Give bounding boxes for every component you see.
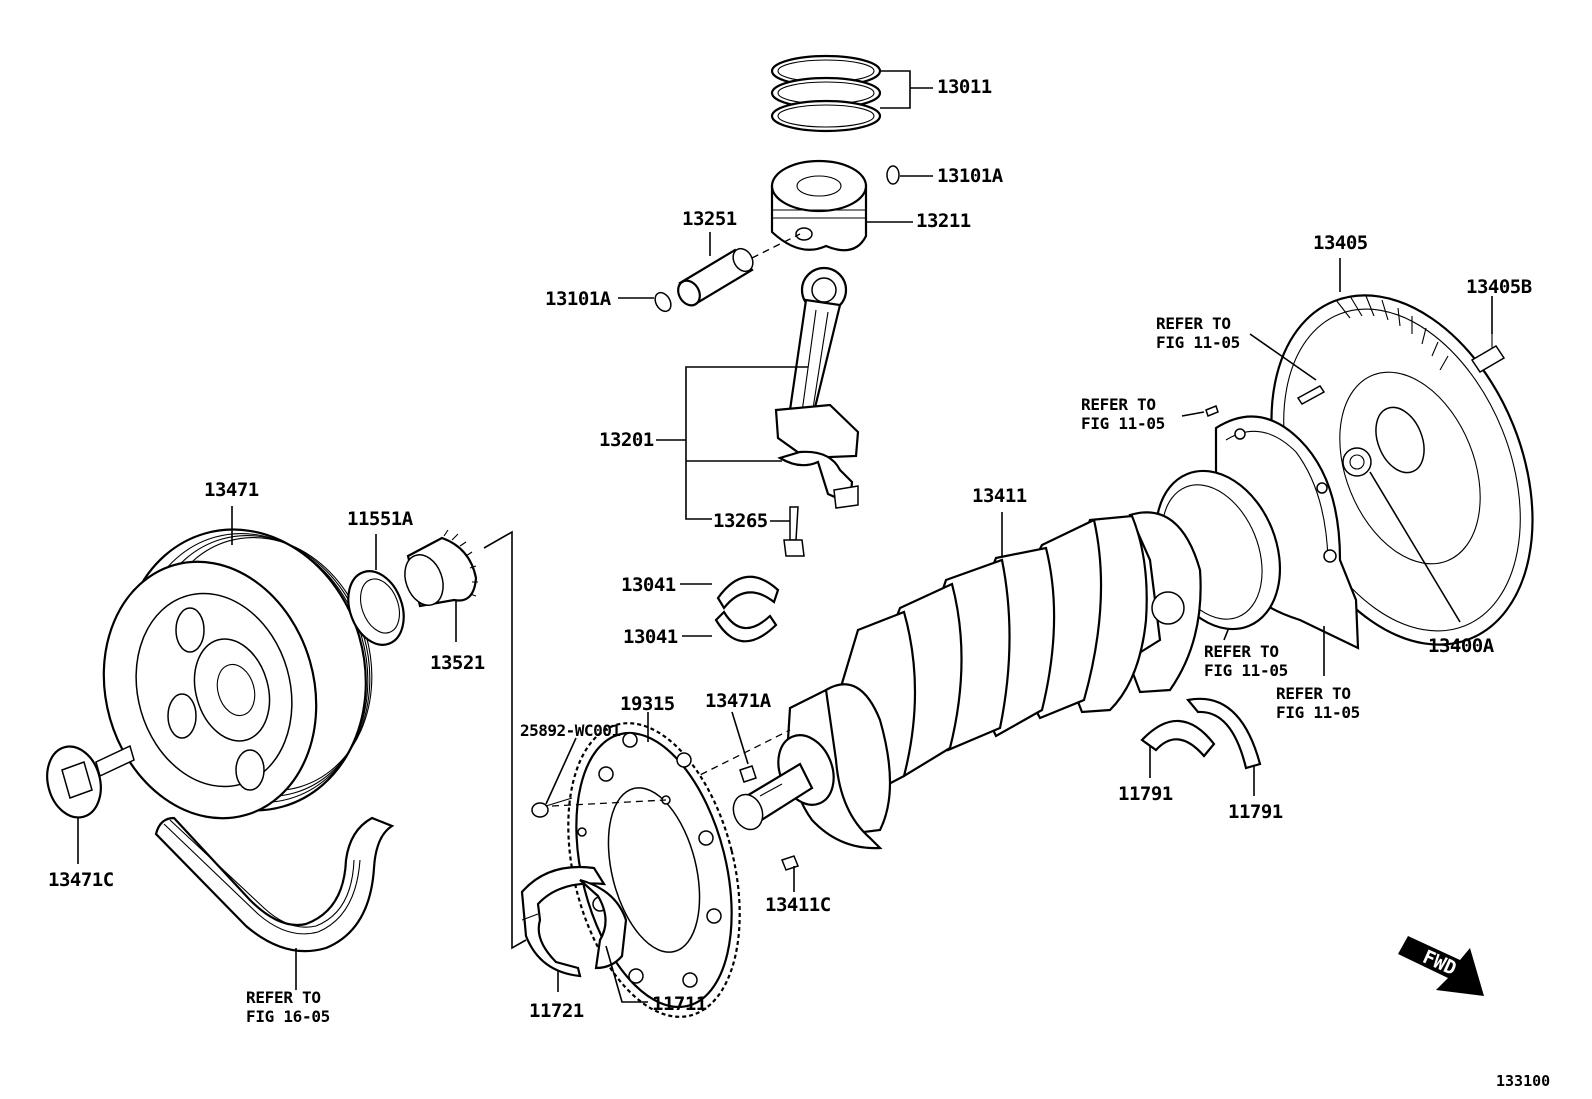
leader-13011 [880,70,933,109]
reference-note-c[interactable]: REFER TO FIG 11-05 [1204,642,1288,680]
reference-note-d[interactable]: REFER TO FIG 11-05 [1276,684,1360,722]
reference-note-b[interactable]: REFER TO FIG 11-05 [1081,395,1165,433]
connecting-rod-drawing [774,266,860,509]
leader-13201-bracket [685,366,808,520]
crank-axis-dash [689,729,791,781]
snap-ring-13101A-top [886,165,900,185]
label-13471C[interactable]: 13471C [48,869,114,891]
label-11791-a[interactable]: 11791 [1118,783,1173,805]
v-belt-drawing [154,816,395,953]
label-25892-WC001[interactable]: 25892-WC001 [520,721,621,740]
leader-25892 [545,737,577,805]
crank-pulley-drawing [102,528,373,820]
leader-13471A [731,711,749,765]
rod-bolt-13265 [783,506,805,557]
label-11721[interactable]: 11721 [529,1000,584,1022]
dowel-pin-drawing [1205,405,1219,417]
reference-note-c-line2: FIG 11-05 [1204,661,1288,681]
label-13521[interactable]: 13521 [430,652,485,674]
label-13405B[interactable]: 13405B [1466,276,1532,298]
thrust-washer-a-11791 [1140,719,1216,758]
reference-note-b-line1: REFER TO [1081,395,1156,414]
leader-ref-b [1181,411,1205,417]
piston-drawing [770,159,868,252]
pulley-bolt-drawing [46,744,135,819]
piston-rings-drawing [770,54,882,133]
snap-ring-13101A-left [654,291,672,313]
label-13041-a[interactable]: 13041 [621,574,676,596]
fwd-arrow: FWD [1398,936,1484,996]
label-13011[interactable]: 13011 [937,76,992,98]
crankshaft-drawing [732,511,1202,850]
label-13405[interactable]: 13405 [1313,232,1368,254]
flywheel-bolt-13405B [1470,332,1506,374]
label-13251[interactable]: 13251 [682,208,737,230]
label-11791-b[interactable]: 11791 [1228,801,1283,823]
piston-pin-drawing [677,247,754,307]
main-bearing-11711 [579,878,628,970]
crank-key-drawing [739,765,757,783]
reference-note-a[interactable]: REFER TO FIG 11-05 [1156,314,1240,352]
label-13400A[interactable]: 13400A [1428,635,1494,657]
label-13265[interactable]: 13265 [713,510,768,532]
label-11551A[interactable]: 11551A [347,508,413,530]
leader-ref-a [1249,333,1317,381]
retainer-bolt-drawing [1296,385,1326,405]
reference-note-d-line2: FIG 11-05 [1276,703,1360,723]
label-13471[interactable]: 13471 [204,479,259,501]
reference-note-e-line2: FIG 16-05 [246,1007,330,1027]
label-13201[interactable]: 13201 [599,429,654,451]
reference-note-d-line1: REFER TO [1276,684,1351,703]
label-13041-b[interactable]: 13041 [623,626,678,648]
reference-note-e-line1: REFER TO [246,988,321,1007]
group-bracket-line [483,530,527,950]
crank-dowel-drawing [781,855,799,871]
label-13101A-top[interactable]: 13101A [937,165,1003,187]
label-13211[interactable]: 13211 [916,210,971,232]
label-13411C[interactable]: 13411C [765,894,831,916]
label-11711[interactable]: 11711 [652,993,707,1015]
reference-note-b-line2: FIG 11-05 [1081,414,1165,434]
label-13101A-left[interactable]: 13101A [545,288,611,310]
rotor-screw-25892 [531,797,573,818]
crank-gear-drawing [404,529,478,608]
reference-note-e[interactable]: REFER TO FIG 16-05 [246,988,330,1026]
reference-note-a-line1: REFER TO [1156,314,1231,333]
leader-13400A [1369,471,1461,623]
rod-bearing-upper-13041 [716,575,780,610]
reference-note-a-line2: FIG 11-05 [1156,333,1240,353]
reference-note-c-line1: REFER TO [1204,642,1279,661]
rod-bearing-lower-13041 [714,610,778,643]
front-oil-seal-drawing [347,570,405,646]
leader-11711 [605,945,648,1003]
thrust-washer-b-11791 [1185,697,1262,770]
pin-alignment-dash [751,233,801,259]
label-13471A[interactable]: 13471A [705,690,771,712]
label-19315[interactable]: 19315 [620,693,675,715]
figure-number: 133100 [1496,1072,1551,1090]
label-13411[interactable]: 13411 [972,485,1027,507]
